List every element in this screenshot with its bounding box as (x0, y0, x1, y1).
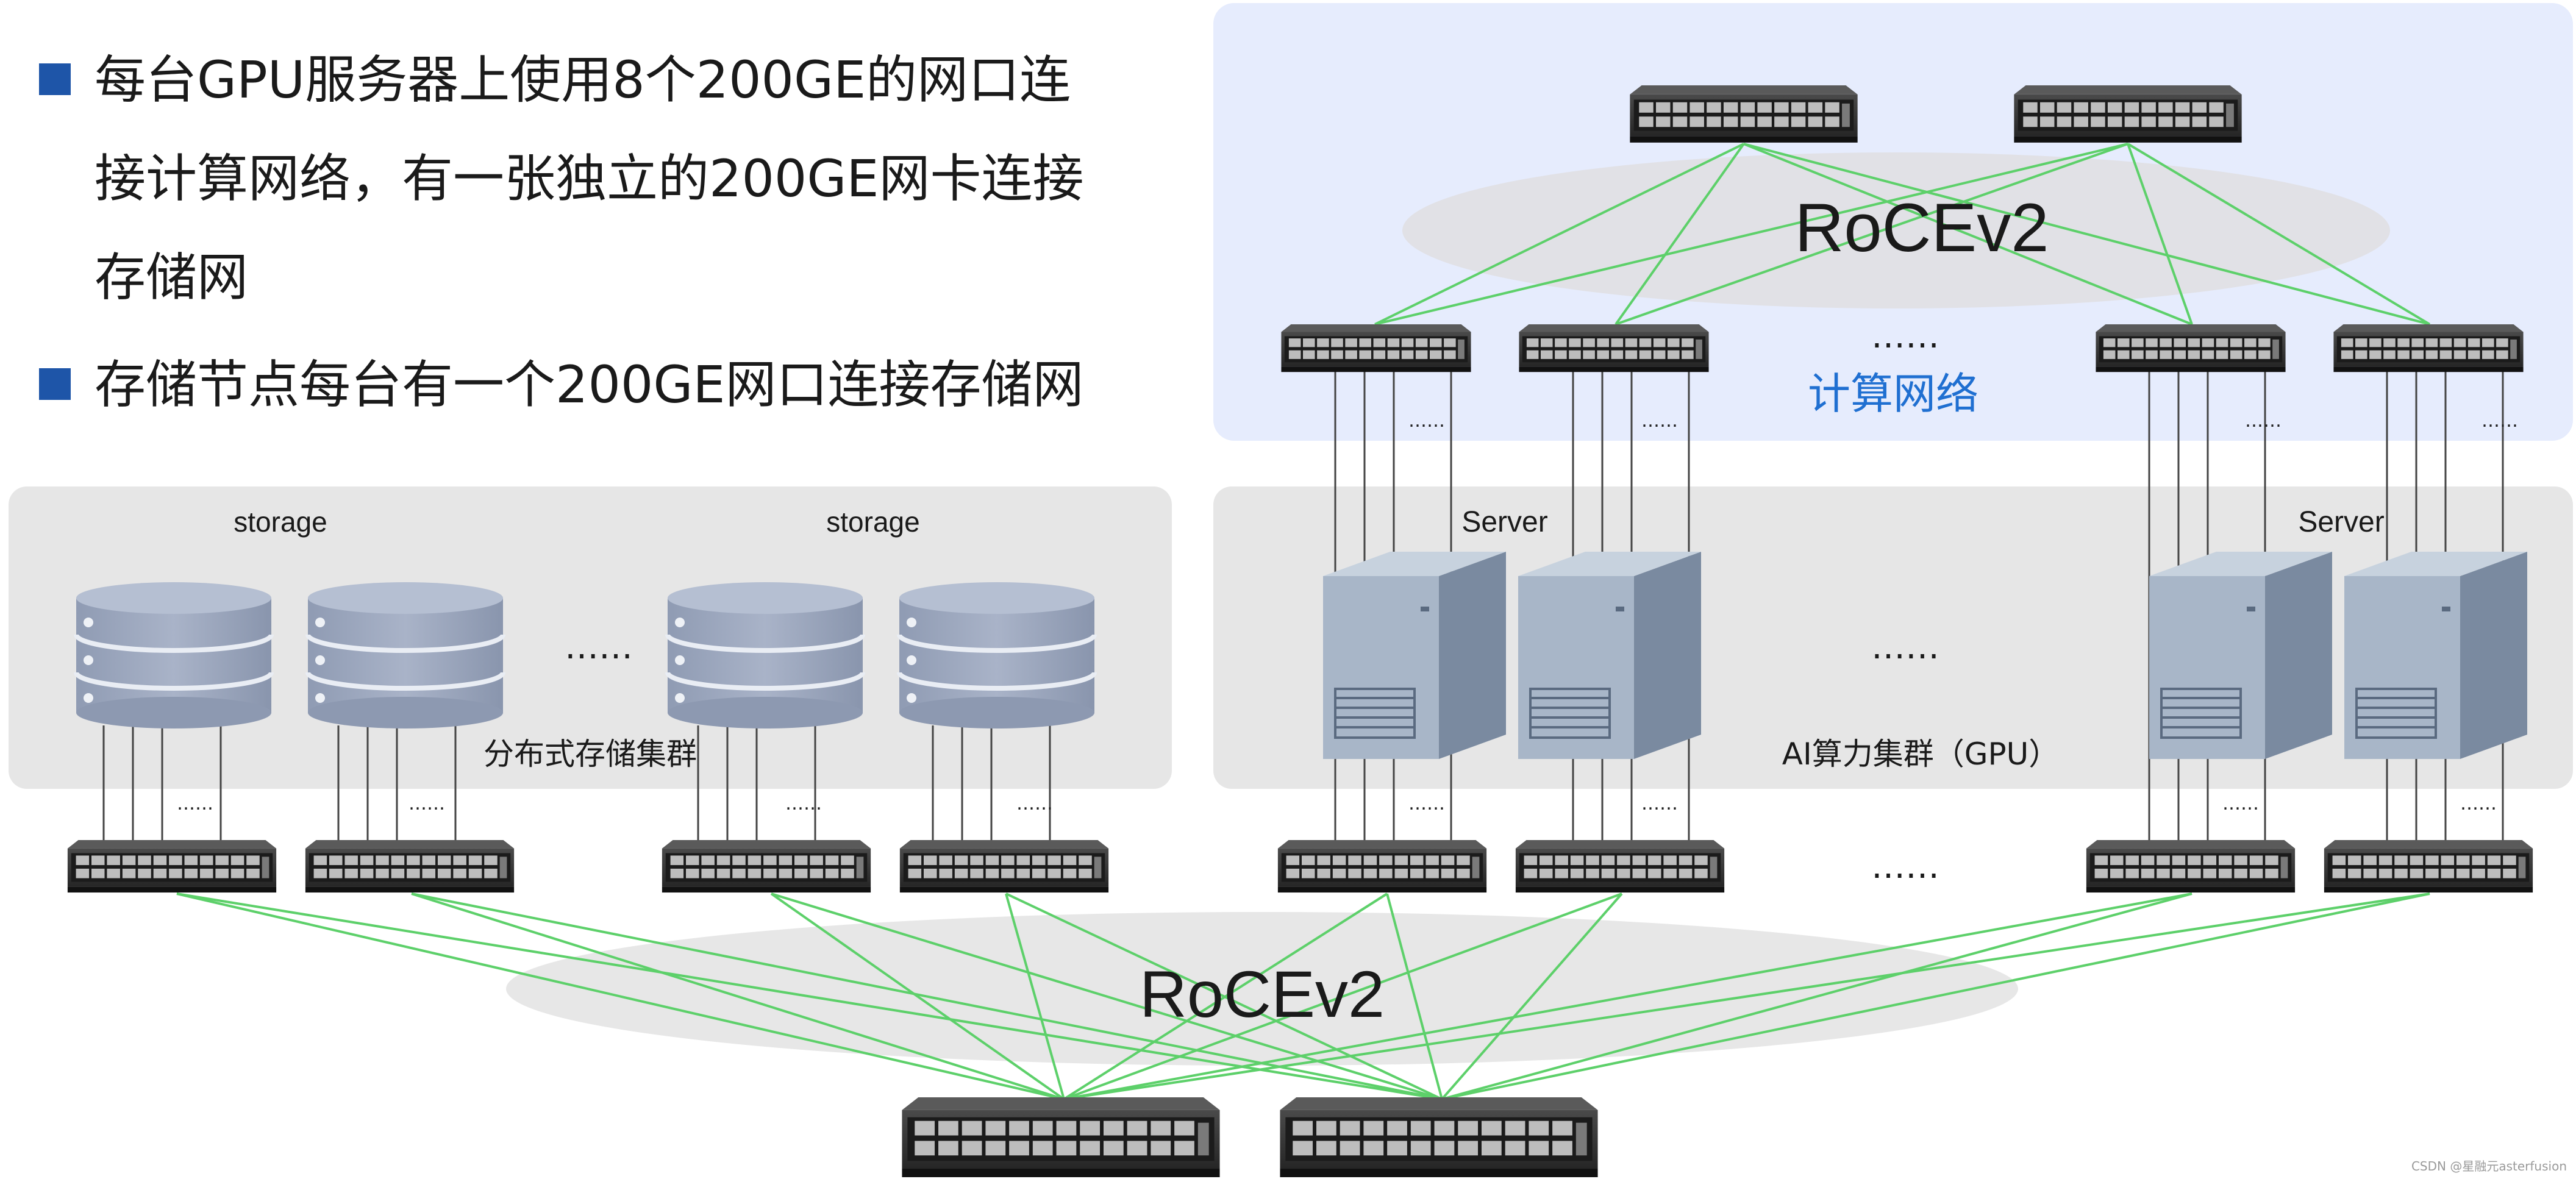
storage-cluster-panel (9, 486, 1172, 789)
roce-bottom-label: RoCEv2 (1140, 957, 1385, 1031)
compute-leaf-switch-3 (2096, 324, 2286, 372)
ellipsis-port-2: …… (1641, 410, 1678, 432)
storage-uplinks (102, 725, 1051, 841)
compute-leaf-switch-4 (2333, 324, 2524, 372)
storage-node-1 (76, 582, 271, 728)
ellipsis-port-5: …… (177, 793, 213, 814)
bullet-marker-1 (39, 63, 71, 95)
storage-spine-switch-2 (1280, 1097, 1598, 1178)
compute-leaf-switch-2 (1519, 324, 1709, 372)
storage-leaf-switch-3 (662, 840, 871, 893)
storage-label-right: storage (826, 506, 919, 538)
storage-leaf-switch-2 (305, 840, 515, 893)
storage-leaf-switch-4 (899, 840, 1109, 893)
ellipsis-port-8: …… (1016, 793, 1053, 814)
bullet-2-line-1: 存储节点每台有一个200GE网口连接存储网 (95, 355, 1084, 415)
bullet-2: 存储节点每台有一个200GE网口连接存储网 (95, 335, 1222, 434)
compute-spine-links (1374, 143, 2431, 326)
ellipsis-port-7: …… (785, 793, 822, 814)
storage-leaf-switch-7 (2086, 840, 2296, 893)
gpu-server-3 (2148, 550, 2333, 760)
server-label-right: Server (2298, 506, 2384, 538)
ellipsis-port-6: …… (409, 793, 445, 814)
bullet-1: 每台GPU服务器上使用8个200GE的网口连 接计算网络，有一张独立的200GE… (95, 30, 1222, 327)
bullet-1-line-2: 接计算网络，有一张独立的200GE网卡连接 (95, 149, 1084, 208)
storage-node-4 (899, 582, 1094, 728)
storage-node-3 (668, 582, 863, 728)
gpu-server-2 (1517, 550, 1702, 760)
ellipsis-leaf-row: …… (1871, 847, 1939, 886)
storage-leaf-switch-5 (1277, 840, 1487, 893)
storage-node-2 (308, 582, 503, 728)
ellipsis-servers: …… (1871, 627, 1939, 667)
compute-spine-switch-2 (2014, 85, 2242, 143)
watermark: CSDN @星融元asterfusion (2411, 1159, 2567, 1174)
roce-bottom-ellipse (506, 912, 2018, 1066)
ellipsis-port-4: …… (2481, 410, 2518, 432)
gpu-server-1 (1322, 550, 1507, 760)
gpu-server-4 (2343, 550, 2528, 760)
ellipsis-port-1: …… (1408, 410, 1445, 432)
ellipsis-storage-nodes: …… (565, 627, 633, 667)
roce-top-label: RoCEv2 (1794, 190, 2049, 266)
compute-spine-switch-1 (1630, 85, 1858, 143)
bullet-1-line-3: 存储网 (95, 248, 249, 307)
ellipsis-port-10: …… (1641, 793, 1678, 814)
storage-leaf-switch-6 (1515, 840, 1725, 893)
compute-network-label: 计算网络 (1808, 369, 1978, 419)
storage-spine-links (176, 892, 2430, 1100)
storage-spine-switch-1 (902, 1097, 1220, 1178)
storage-leaf-switch-8 (2324, 840, 2533, 893)
compute-leaf-switch-1 (1281, 324, 1471, 372)
ellipsis-port-12: …… (2460, 793, 2497, 814)
storage-label-left: storage (234, 506, 327, 538)
ellipsis-compute-leaf: …… (1871, 316, 1939, 356)
ellipsis-port-9: …… (1408, 793, 1445, 814)
bullet-marker-2 (39, 368, 71, 400)
ellipsis-port-3: …… (2245, 410, 2282, 432)
ellipsis-port-11: …… (2222, 793, 2259, 814)
storage-leaf-switch-1 (67, 840, 277, 893)
bullet-1-line-1: 每台GPU服务器上使用8个200GE的网口连 (95, 50, 1071, 110)
ellipsis-markers: …… …… …… …… …… …… …… …… …… …… …… …… …… …… (177, 316, 2518, 886)
storage-cluster-label: 分布式存储集群 (483, 736, 697, 772)
server-label-left: Server (1461, 506, 1547, 538)
ai-cluster-label: AI算力集群（GPU） (1782, 736, 2059, 772)
